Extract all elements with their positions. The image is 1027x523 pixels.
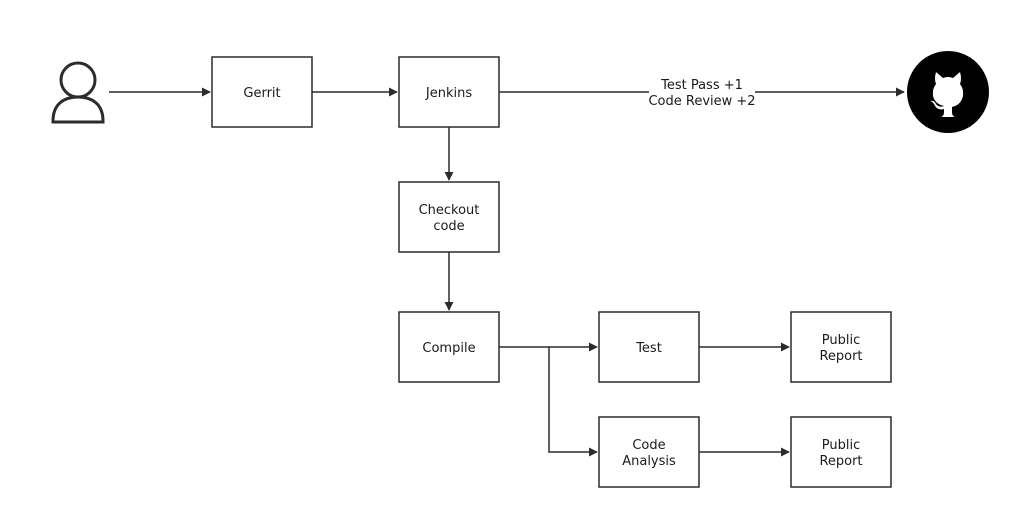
edge-compile-analysis <box>548 347 598 457</box>
compile-label: Compile <box>422 341 475 356</box>
user-icon <box>51 61 105 124</box>
public-report-analysis-line2: Report <box>819 454 862 469</box>
code-analysis-label-line1: Code <box>632 438 665 453</box>
public-report-test-line1: Public <box>822 333 860 348</box>
code-analysis-box <box>598 416 700 488</box>
checkout-label-line2: code <box>433 219 464 234</box>
test-box <box>598 311 700 383</box>
public-report-analysis-line1: Public <box>822 438 860 453</box>
public-report-box-test <box>790 311 892 383</box>
jenkins-label: Jenkins <box>425 86 472 101</box>
checkout-label-line1: Checkout <box>419 203 480 218</box>
public-report-box-analysis <box>790 416 892 488</box>
test-label: Test <box>635 341 662 356</box>
edge-label-code-review: Code Review +2 <box>648 94 755 109</box>
github-icon <box>907 51 989 133</box>
gerrit-label: Gerrit <box>243 86 280 101</box>
edge-label-test-pass: Test Pass +1 <box>660 78 743 93</box>
checkout-box <box>398 181 500 253</box>
code-analysis-label-line2: Analysis <box>622 454 676 469</box>
public-report-test-line2: Report <box>819 349 862 364</box>
